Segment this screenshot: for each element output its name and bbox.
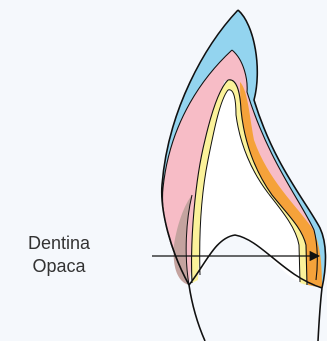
root-outline-left: [189, 285, 205, 341]
root-outline-right: [318, 288, 322, 341]
